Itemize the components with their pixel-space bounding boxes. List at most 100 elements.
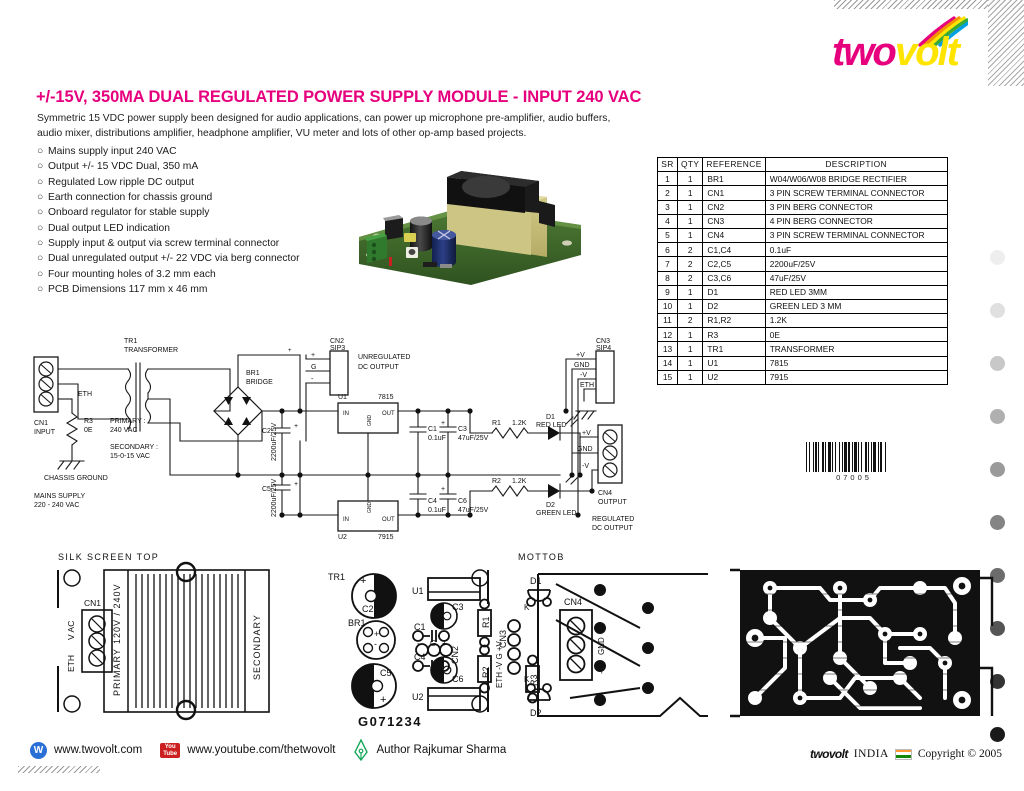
table-cell-qty: 1 <box>676 171 704 187</box>
bullet-icon: ○ <box>37 161 44 173</box>
circuit-schematic: CN1 INPUT ETH R3 0E PRIMARY : 240 VAC SE… <box>33 338 634 541</box>
website-icon: W <box>30 741 47 759</box>
barcode-bar <box>869 442 871 472</box>
column-header-description: DESCRIPTION <box>764 156 948 173</box>
table-cell-desc: W04/W06/W08 BRIDGE RECTIFIER <box>764 171 948 187</box>
svg-text:+: + <box>360 575 366 587</box>
barcode-bar <box>843 442 844 472</box>
label-c5-value: 2200uF/25V <box>271 479 278 517</box>
list-item: ○Onboard regulator for stable supply <box>37 205 367 220</box>
label-c1-value: 0.1uF <box>428 435 446 442</box>
table-cell-ref: CN3 <box>702 213 766 229</box>
barcode-bar <box>806 442 807 472</box>
label-r1-value: 1.2K <box>512 420 527 427</box>
list-item: ○Four mounting holes of 3.2 mm each <box>37 267 367 282</box>
label-c1: C1 <box>428 426 437 433</box>
table-cell-sr: 2 <box>657 185 678 201</box>
label-r2: R2 <box>492 478 501 485</box>
bullet-icon: ○ <box>37 176 44 188</box>
label-r3-ref: R3 <box>84 418 93 425</box>
pcb-label-c3: C3 <box>452 602 464 612</box>
barcode-bar <box>822 442 824 472</box>
table-cell-desc: RED LED 3MM <box>764 284 948 300</box>
label-r1: R1 <box>492 420 501 427</box>
table-cell-desc: 3 PIN SCREW TERMINAL CONNECTOR <box>764 227 948 244</box>
table-cell-desc: 7815 <box>764 355 948 371</box>
barcode-bar <box>825 442 826 472</box>
calibration-dot <box>990 515 1005 530</box>
table-cell-desc: TRANSFORMER <box>764 341 948 357</box>
label-cn3-pin2: GND <box>574 362 590 369</box>
table-cell-sr: 5 <box>657 227 678 244</box>
pcb-label-br1: BR1 <box>348 618 366 628</box>
barcode-bar <box>832 442 833 472</box>
label-u1-value: 7815 <box>378 394 394 401</box>
product-photo <box>359 171 581 285</box>
feature-text: Supply input & output via screw terminal… <box>48 237 280 249</box>
pcb-label-secondary: SECONDARY <box>252 614 262 680</box>
label-c2-value: 2200uF/25V <box>271 423 278 461</box>
website-link[interactable]: www.twovolt.com <box>54 744 143 756</box>
label-c6: C6 <box>458 498 467 505</box>
pcb-label-cn2: CN2 <box>450 646 460 664</box>
table-cell-qty: 1 <box>676 341 704 357</box>
barcode-bar <box>868 442 869 472</box>
label-mains-2: 220 - 240 VAC <box>34 502 79 509</box>
calibration-dot <box>990 621 1005 636</box>
feature-text: Earth connection for chassis ground <box>48 191 213 203</box>
label-u1: U1 <box>338 394 347 401</box>
label-cn3-sub: SIP4 <box>596 345 611 352</box>
feature-text: Output +/- 15 VDC Dual, 350 mA <box>48 161 199 173</box>
label-cn1: CN1 <box>34 420 48 427</box>
barcode-number: 07005 <box>836 473 872 482</box>
pcb-label-r1: R1 <box>481 616 491 628</box>
table-cell-ref: R1,R2 <box>702 313 766 329</box>
barcode-bar <box>886 442 887 472</box>
bullet-icon: ○ <box>37 222 44 234</box>
table-cell-ref: BR1 <box>702 171 766 187</box>
bullet-icon: ○ <box>37 146 44 157</box>
table-cell-sr: 15 <box>657 369 678 386</box>
table-cell-sr: 6 <box>657 242 678 258</box>
label-mains-1: MAINS SUPPLY <box>34 493 86 500</box>
pcb-label-c1: C1 <box>414 622 426 632</box>
barcode-bar <box>871 442 872 472</box>
label-cn1-sub: INPUT <box>34 429 56 436</box>
pcb-label-c4: C4 <box>414 652 426 662</box>
label-cn4-pin1: +V <box>582 430 591 437</box>
feature-text: Dual output LED indication <box>48 222 170 234</box>
barcode-bar <box>831 442 832 472</box>
barcode-bar <box>859 442 861 472</box>
table-cell-ref: C3,C6 <box>702 270 766 286</box>
barcode-bar <box>819 442 822 472</box>
label-unregulated-2: DC OUTPUT <box>358 364 400 371</box>
calibration-dot <box>990 409 1005 424</box>
label-cn2-pin3: - <box>311 376 314 383</box>
table-cell-qty: 2 <box>676 313 704 329</box>
feature-text: Dual unregulated output +/- 22 VDC via b… <box>48 253 300 265</box>
barcode-bar <box>839 442 840 472</box>
table-cell-sr: 4 <box>657 213 678 229</box>
table-cell-ref: D1 <box>702 284 766 300</box>
label-u2: U2 <box>338 534 347 541</box>
page-edge-hatch-bottom <box>18 766 100 773</box>
intro-paragraph: Symmetric 15 VDC power supply been desig… <box>37 113 611 139</box>
youtube-link[interactable]: www.youtube.com/thetwovolt <box>187 744 336 756</box>
pcb-label-k1: K <box>524 603 530 612</box>
label-secondary-value: 15-0-15 VAC <box>110 453 150 460</box>
table-cell-qty: 2 <box>676 270 704 286</box>
table-cell-sr: 7 <box>657 256 678 272</box>
barcode-bar <box>840 442 842 472</box>
table-cell-desc: 2200uF/25V <box>764 256 948 272</box>
table-cell-desc: 3 PIN SCREW TERMINAL CONNECTOR <box>764 185 948 201</box>
table-cell-desc: 7915 <box>764 369 948 386</box>
pcb-label-primary-voltage: 120V / 240V <box>112 583 122 644</box>
barcode-bar <box>835 442 836 472</box>
barcode-bar <box>807 442 809 472</box>
barcode-bar <box>850 442 852 472</box>
list-item: ○Mains supply input 240 VAC <box>37 144 367 159</box>
